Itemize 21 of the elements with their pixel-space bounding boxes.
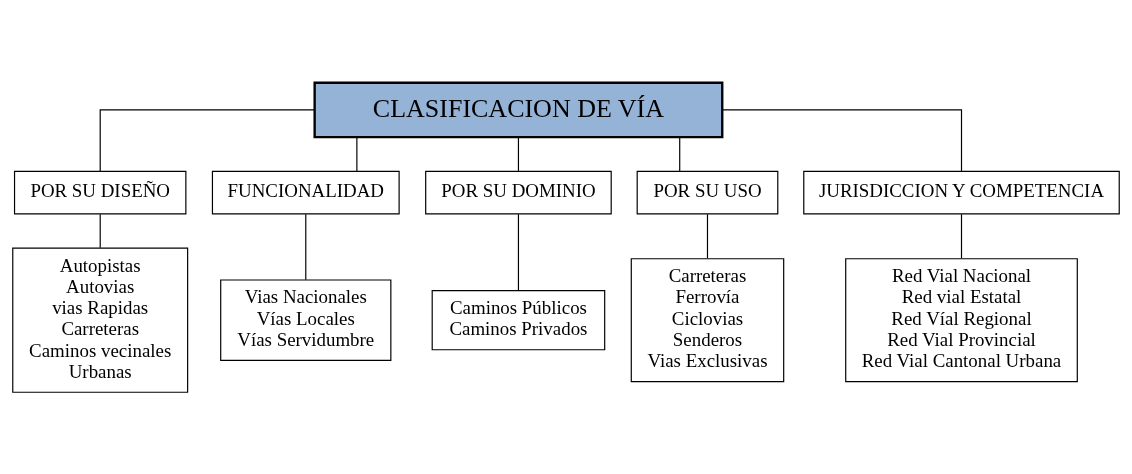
connector (960, 213, 963, 259)
node-box: Caminos Públicos Caminos Privados (431, 289, 606, 350)
node-box: POR SU DOMINIO (425, 170, 612, 214)
node-box: Vias Nacionales Vías Locales Vías Servidumbre (220, 278, 392, 361)
node-box: Red Vial Nacional Red vial Estatal Red Víal Regional Red Vial Provincial Red Vial Cantonal Urbana (845, 257, 1078, 382)
connector (679, 136, 681, 172)
node-box: POR SU USO (636, 170, 779, 214)
node-box: POR SU DISEÑO (13, 170, 187, 214)
connector (706, 213, 709, 259)
node-box: FUNCIONALIDAD (211, 170, 400, 214)
connector (356, 136, 358, 172)
node-box: CLASIFICACION DE VÍA (313, 81, 724, 138)
connector (305, 213, 307, 280)
connector (517, 213, 520, 291)
connector (517, 136, 520, 172)
node-box: JURISDICCION Y COMPETENCIA (803, 170, 1120, 214)
node-box: Autopistas Autovias vias Rapidas Carreteras Caminos vecinales Urbanas (12, 247, 189, 393)
node-box: Carreteras Ferrovía Ciclovias Senderos Vias Exclusivas (630, 257, 785, 382)
connector (721, 108, 963, 172)
connector (99, 213, 101, 248)
connector (99, 108, 316, 172)
